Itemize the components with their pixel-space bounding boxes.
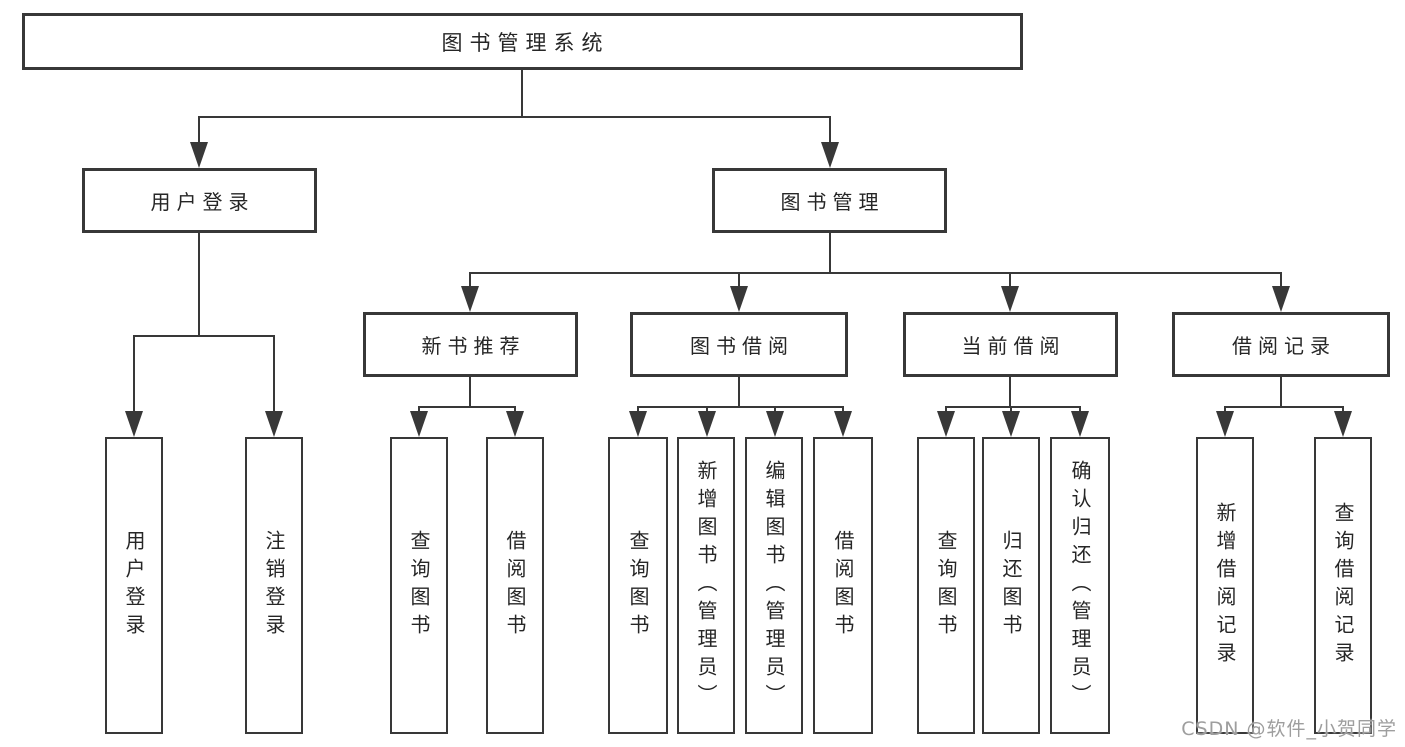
leaf-borrow-books: 借阅图书 [813, 437, 873, 734]
node-user-login: 用户登录 [82, 168, 317, 233]
leaf-borrow-books-recommend: 借阅图书 [486, 437, 544, 734]
leaf-add-books-admin: 新增图书（管理员） [677, 437, 735, 734]
node-book-management: 图书管理 [712, 168, 947, 233]
leaf-logout: 注销登录 [245, 437, 303, 734]
leaf-add-borrow-record: 新增借阅记录 [1196, 437, 1254, 734]
arrowhead-icons [125, 142, 1352, 437]
leaf-query-books-borrow: 查询图书 [608, 437, 668, 734]
leaf-return-books: 归还图书 [982, 437, 1040, 734]
node-new-book-recommendation: 新书推荐 [363, 312, 578, 377]
leaf-query-borrow-record: 查询借阅记录 [1314, 437, 1372, 734]
leaf-confirm-return-admin: 确认归还（管理员） [1050, 437, 1110, 734]
node-current-borrowing: 当前借阅 [903, 312, 1118, 377]
leaf-query-books-recommend: 查询图书 [390, 437, 448, 734]
node-borrowing-records: 借阅记录 [1172, 312, 1390, 377]
watermark-text: CSDN @软件_小贺同学 [1181, 718, 1397, 740]
leaf-user-login: 用户登录 [105, 437, 163, 734]
leaf-edit-books-admin: 编辑图书（管理员） [745, 437, 803, 734]
node-book-borrowing: 图书借阅 [630, 312, 848, 377]
node-library-management-system: 图书管理系统 [22, 13, 1023, 70]
leaf-query-books-current: 查询图书 [917, 437, 975, 734]
